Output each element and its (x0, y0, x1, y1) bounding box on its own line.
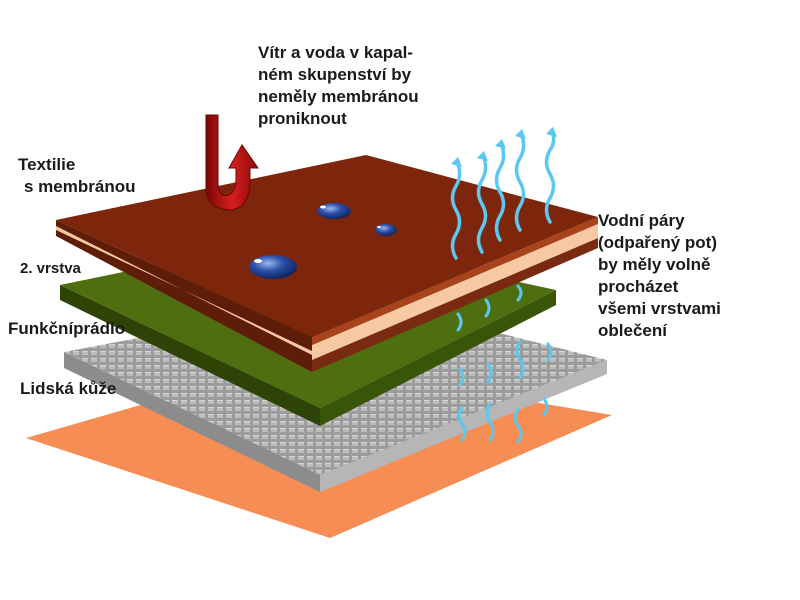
membrane-layer (56, 155, 598, 372)
human-skin-label: Lidská kůže (20, 379, 117, 398)
functional-underwear-label: Funkčníprádlo (8, 319, 126, 338)
water-vapor-line-5: všemi vrstvami (598, 299, 721, 318)
wind-water-arrow (205, 114, 259, 211)
wind-water-line-2: ném skupenství by (258, 65, 412, 84)
wind-water-label: Vítr a voda v kapal- ném skupenství by n… (258, 42, 419, 130)
vapor-arrowheads (451, 127, 557, 167)
wind-water-line-4: proniknout (258, 109, 347, 128)
second-layer-label: 2. vrstva (20, 260, 81, 277)
water-vapor-line-3: by měly volně (598, 255, 711, 274)
vapor-arrows-upper (450, 128, 556, 260)
textile-line-2: s membránou (24, 177, 136, 196)
vapor-arrows-lower (456, 284, 553, 444)
textile-label: Textilie s membránou (18, 154, 135, 198)
water-vapor-line-4: procházet (598, 277, 679, 296)
wind-water-line-3: neměly membránou (258, 87, 419, 106)
water-drops (249, 203, 397, 279)
water-vapor-line-6: oblečení (598, 321, 667, 340)
textile-line-1: Textilie (18, 155, 76, 174)
water-vapor-line-2: (odpařený pot) (598, 233, 717, 252)
water-vapor-label: Vodní páry (odpařený pot) by měly volně … (598, 210, 721, 342)
water-vapor-line-1: Vodní páry (598, 211, 685, 230)
wind-water-line-1: Vítr a voda v kapal- (258, 43, 413, 62)
